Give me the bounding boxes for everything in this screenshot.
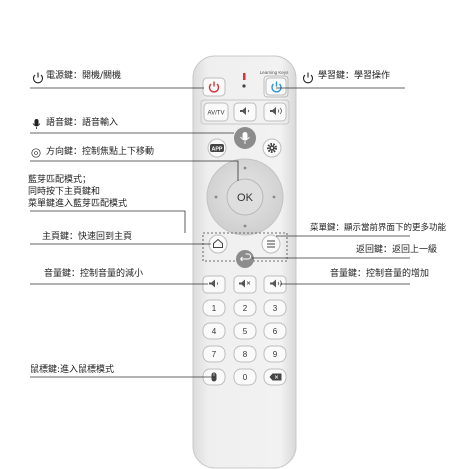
menu-button[interactable]: [261, 234, 281, 254]
microphone-label-icon: [32, 119, 41, 129]
num-key-label: 4: [212, 327, 217, 336]
dpad-right-dot[interactable]: [272, 195, 276, 199]
app-button[interactable]: APP: [207, 138, 227, 158]
volume-up-button[interactable]: [263, 275, 287, 294]
num-key-label: 5: [243, 327, 248, 336]
settings-button[interactable]: [262, 138, 282, 158]
num-key-5[interactable]: 5: [233, 322, 257, 340]
num-key-7[interactable]: 7: [202, 345, 226, 363]
label-volume-down: 音量鍵：控制音量的減小: [44, 269, 144, 279]
ok-label: OK: [237, 192, 254, 204]
leader-lines: [30, 87, 410, 378]
voice-button[interactable]: [234, 127, 256, 149]
volume-down-button[interactable]: [202, 275, 226, 294]
back-button[interactable]: [236, 250, 254, 268]
label-pairing-line1: 藍芽匹配模式；: [28, 175, 92, 185]
label-pairing-line3: 菜單鍵進入藍芽匹配模式: [28, 199, 128, 209]
num-key-label: 7: [212, 350, 217, 359]
leader-dpad: [30, 160, 239, 181]
label-power: 電源鍵：開機/關機: [46, 71, 122, 81]
label-pairing-line2: 同時按下主頁鍵和: [28, 187, 101, 197]
power-button[interactable]: [202, 77, 226, 97]
mute-button[interactable]: [233, 275, 257, 294]
volume-up-icon: [270, 107, 282, 115]
learning-volume-up-button[interactable]: [263, 102, 287, 122]
learning-power-icon: [271, 81, 282, 93]
leader-pairing: [30, 210, 186, 233]
num-key-label: 3: [273, 304, 278, 313]
ok-button[interactable]: OK: [226, 178, 264, 216]
mute-icon: [239, 279, 251, 288]
led-indicator: [243, 73, 246, 80]
app-label: APP: [212, 146, 223, 152]
label-menu: 菜單鍵：顯示當前界面下的更多功能: [310, 223, 447, 233]
num-key-label: 2: [243, 304, 248, 313]
label-volume-up: 音量鍵：控制音量的增加: [330, 269, 430, 279]
delete-button[interactable]: [263, 368, 287, 386]
power-label-icon: [32, 72, 44, 84]
num-key-8[interactable]: 8: [233, 345, 257, 363]
home-button[interactable]: [208, 234, 228, 254]
num-key-label: 6: [273, 327, 278, 336]
num-key-4[interactable]: 4: [202, 322, 226, 340]
num-key-3[interactable]: 3: [263, 299, 287, 317]
num-key-1[interactable]: 1: [202, 299, 226, 317]
num-key-label: 0: [243, 373, 248, 382]
avtv-button[interactable]: AV/TV: [203, 102, 229, 122]
dpad-left-dot[interactable]: [214, 195, 218, 199]
dpad-label-icon: [31, 148, 41, 158]
label-learning: 學習鍵：學習操作: [318, 71, 391, 81]
learning-row-frame: [200, 99, 290, 125]
num-key-2[interactable]: 2: [233, 299, 257, 317]
back-arrow-icon: [240, 253, 251, 262]
label-home: 主頁鍵：快速回到主頁: [42, 232, 133, 242]
label-back: 返回鍵：返回上一級: [356, 245, 438, 255]
home-icon: [213, 238, 223, 248]
num-key-0[interactable]: 0: [233, 368, 257, 386]
num-key-label: 9: [273, 350, 278, 359]
num-key-6[interactable]: 6: [263, 322, 287, 340]
num-key-9[interactable]: 9: [263, 345, 287, 363]
mouse-icon: [211, 372, 217, 382]
dpad-up-dot[interactable]: [243, 166, 247, 170]
label-mouse: 鼠標鍵:進入鼠標模式: [30, 365, 115, 375]
microphone-icon: [240, 132, 250, 144]
learning-keys-frame: [263, 75, 289, 98]
label-dpad: 方向鍵：控制焦點上下移動: [46, 147, 155, 157]
learning-button[interactable]: [265, 77, 287, 96]
led-dot: [242, 84, 246, 88]
label-voice: 語音鍵：語音輸入: [46, 118, 119, 128]
dpad-down-dot[interactable]: [243, 224, 247, 228]
volume-down-icon: [240, 107, 250, 115]
learning-keys-caption: Learning Keys: [260, 70, 290, 75]
volume-up-icon: [270, 279, 282, 288]
num-key-label: 8: [243, 350, 248, 359]
avtv-label: AV/TV: [208, 111, 225, 117]
menu-icon: [267, 240, 275, 248]
volume-down-icon: [209, 279, 215, 288]
power-icon: [208, 81, 220, 93]
learning-label-icon: [302, 72, 314, 84]
gear-icon: [267, 142, 278, 153]
learning-volume-down-button[interactable]: [233, 102, 257, 122]
backspace-icon: [269, 373, 282, 381]
num-key-label: 1: [212, 304, 217, 313]
